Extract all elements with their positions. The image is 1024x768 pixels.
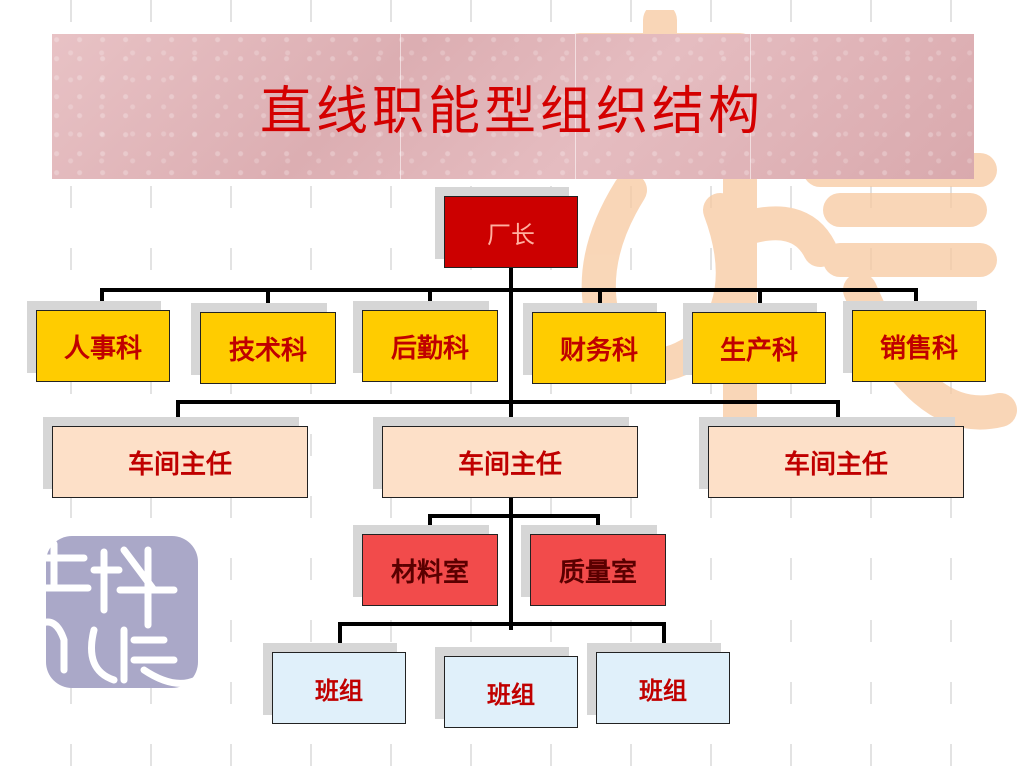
node-department: 人事科 <box>36 310 170 382</box>
node-department: 财务科 <box>532 312 666 384</box>
node-department: 销售科 <box>852 310 986 382</box>
node-team: 班组 <box>444 656 578 728</box>
node-team: 班组 <box>596 652 730 724</box>
page-title: 直线职能型组织结构 <box>259 82 764 142</box>
node-department: 生产科 <box>692 312 826 384</box>
node-workshop-director: 车间主任 <box>52 426 308 498</box>
title-banner <box>52 34 974 179</box>
node-department: 技术科 <box>200 312 336 384</box>
logo-seal-icon <box>24 536 200 688</box>
node-director: 厂长 <box>444 196 578 268</box>
node-workshop-director: 车间主任 <box>382 426 638 498</box>
node-workshop-director: 车间主任 <box>708 426 964 498</box>
node-room: 材料室 <box>362 534 498 606</box>
node-department: 后勤科 <box>362 310 498 382</box>
node-team: 班组 <box>272 652 406 724</box>
node-room: 质量室 <box>530 534 666 606</box>
